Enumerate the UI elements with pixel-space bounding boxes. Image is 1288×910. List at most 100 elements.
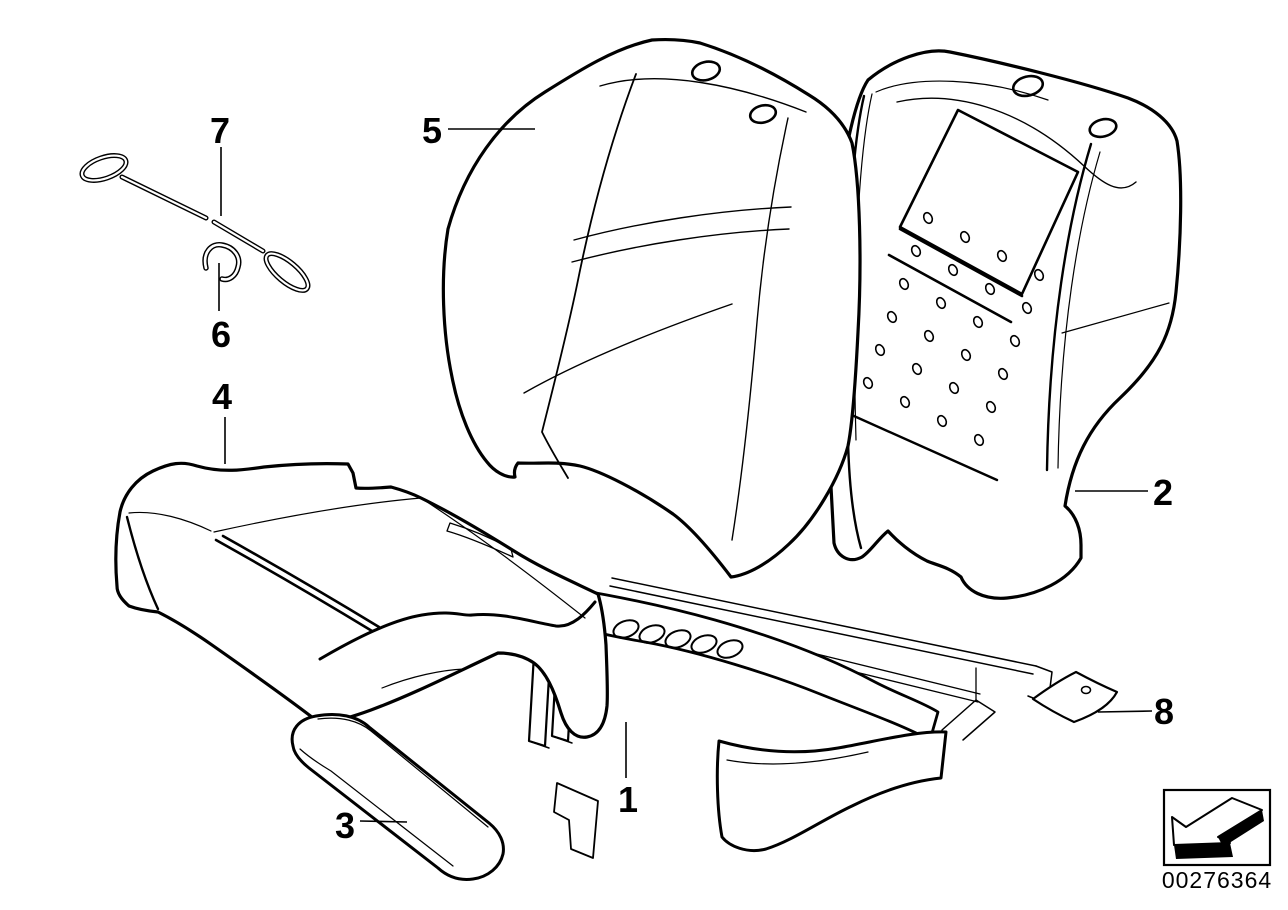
perforation-hole [948,381,960,395]
perforation-hole [984,282,996,296]
callout-leader-lines [218,128,1153,823]
frame-bumper-crease [726,751,869,765]
perforation-hole [985,400,997,414]
backrest-pad-right-bolster-seam [1045,142,1093,472]
perforation-hole [972,315,984,329]
headrest-guide-hole [690,60,722,82]
seat-cover-panel-right-line [420,497,586,619]
frame-front-bumper [715,730,948,852]
seat-cover-back-inner-line [128,511,212,532]
clamp-hook-part-6 [202,242,242,283]
perforation-hole [996,249,1008,263]
callout-label-4: 4 [212,376,232,417]
headrest-guide-hole [1088,117,1118,139]
frame-rear-rail-top [611,577,1037,667]
callout-label-8: 8 [1154,691,1174,732]
backrest-pad-upper-panel [898,108,1080,296]
perforation-hole [997,367,1009,381]
callout-label-3: 3 [335,805,355,846]
rod-shaft-upper-inner [120,175,208,220]
perforation-hole [947,263,959,277]
seat-cover-bolster-crease [381,668,465,689]
perforation-hole [1009,334,1021,348]
backrest-pad-perforations [862,211,1045,447]
clamp-hook-shape-inner [203,243,240,281]
perforation-hole [899,395,911,409]
perforation-hole [886,310,898,324]
frame-rail-hole [638,624,666,644]
frame-leg-foot-line [528,740,550,749]
backrest-pad-lower-panel-seam [843,410,999,482]
leader-line-3 [359,820,408,823]
seat-cover-slot-detail [446,522,514,558]
backrest-pad-divider-seam-top [898,227,1024,298]
part-number: 00276364 [1162,867,1272,893]
retaining-rod-part-7 [79,153,311,293]
callout-label-2: 2 [1153,472,1173,513]
backrest-cover-right-seam [731,117,789,541]
seat-cover-diagonal-seam [214,538,374,633]
direction-of-travel-arrow-icon [1171,797,1264,859]
headrest-guide-hole [748,103,778,125]
frame-leg-foot-line [551,735,573,744]
perforation-hole [898,277,910,291]
seat-cover-panel-top-line [213,497,422,533]
cushion-pad-top-crease [317,717,489,828]
perforation-hole [960,348,972,362]
perforation-hole [922,211,934,225]
direction-arrow-legend: 00276364 [1162,788,1272,893]
backrest-pad-side-crease [1061,302,1170,334]
patch-pad-part-8 [1031,670,1119,724]
seat-cover-outline [114,461,610,739]
cushion-pad-part-3 [290,712,505,881]
backrest-pad-top-seam [896,97,1137,189]
rod-end-loop-inner [264,252,310,292]
frame-front-rail [550,584,940,742]
backrest-cover-band-seam-top [573,206,792,241]
callout-label-6: 6 [211,314,231,355]
callout-label-7: 7 [210,110,230,151]
frame-rail-hole [690,634,718,654]
seat-cover-diagonal-seam [221,534,381,629]
perforation-hole [973,433,985,447]
patch-pad-hole [1080,685,1092,695]
backrest-pad-right-bolster-line [1057,151,1101,469]
frame-rail-hole [716,639,744,659]
headrest-guide-hole [1011,74,1045,98]
perforation-hole [935,296,947,310]
backrest-cover-left-seam [541,73,637,479]
seat-cover-bolster-top-seam [318,600,597,661]
frame-rail-hole [664,629,692,649]
backrest-cover-part-5 [441,38,862,579]
callout-label-5: 5 [422,110,442,151]
backrest-cover-top-seam [599,78,807,113]
leader-line-8 [1097,710,1153,713]
callout-label-1: 1 [618,779,638,820]
seat-cover-left-bolster-seam [125,515,160,611]
perforation-hole [923,329,935,343]
perforation-hole [1033,268,1045,282]
perforation-hole [910,244,922,258]
arrow-bottom-shadow [1174,843,1233,859]
rod-shaft-lower-inner [212,220,265,253]
frame-rail-hole [612,619,640,639]
frame-right-bracket [941,699,996,741]
seat-cover-part-4 [114,461,610,739]
frame-rear-rail-bottom [609,585,1034,675]
cushion-pad-side-crease [299,748,454,867]
patch-pad-outline [1031,670,1119,724]
backrest-pad-top-inner-line [875,80,1049,101]
rod-eye-loop-inner [80,154,128,182]
callout-labels: 1 2 3 4 5 6 7 8 [210,110,1174,846]
perforation-hole [862,376,874,390]
perforation-hole [911,362,923,376]
perforation-hole [936,414,948,428]
backrest-cover-band-seam-bottom [571,228,790,263]
frame-lower-bracket [553,782,599,859]
backrest-cover-lower-seam [523,303,733,394]
backrest-pad-divider-seam-bottom [887,253,1013,324]
arrow-side-shadow [1218,810,1264,847]
perforation-hole [1021,301,1033,315]
